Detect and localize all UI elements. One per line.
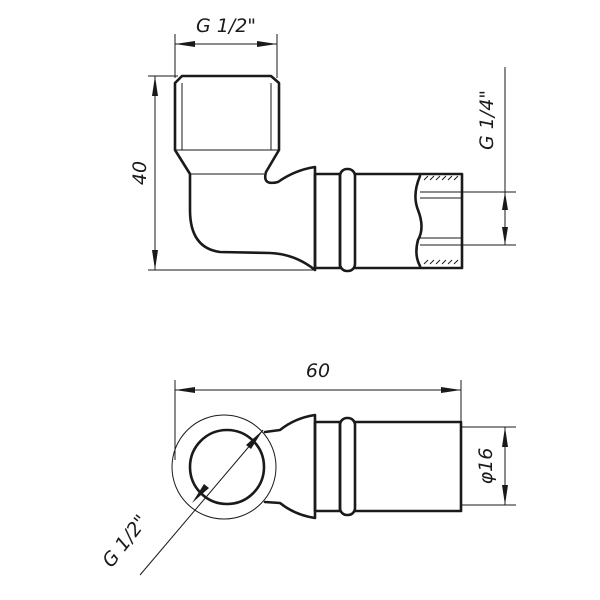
bore-circle (188, 428, 266, 506)
dimension-length: 60 (174, 360, 462, 460)
dimension-top-thread: G 1/2" (174, 15, 278, 78)
dimension-side-thread: G 1/4" (462, 67, 516, 246)
height-label: 40 (129, 161, 151, 185)
side-view: G 1/2" 40 G 1/4" (129, 15, 516, 273)
dimension-diameter: φ16 (461, 426, 516, 506)
bore-thread-label: G 1/2" (98, 511, 152, 572)
hatching (423, 175, 459, 265)
dimension-height: 40 (129, 75, 315, 271)
outer-hex-circle (171, 414, 277, 520)
length-label: 60 (306, 360, 330, 382)
elbow-body-outline (173, 74, 317, 272)
side-thread-label: G 1/4" (476, 90, 498, 150)
pipe-sleeve (313, 167, 464, 273)
neck-outline (263, 413, 317, 520)
diameter-label: φ16 (475, 448, 497, 485)
top-thread-label: G 1/2" (196, 15, 256, 37)
top-view: 60 φ16 G 1/2" (98, 360, 516, 576)
